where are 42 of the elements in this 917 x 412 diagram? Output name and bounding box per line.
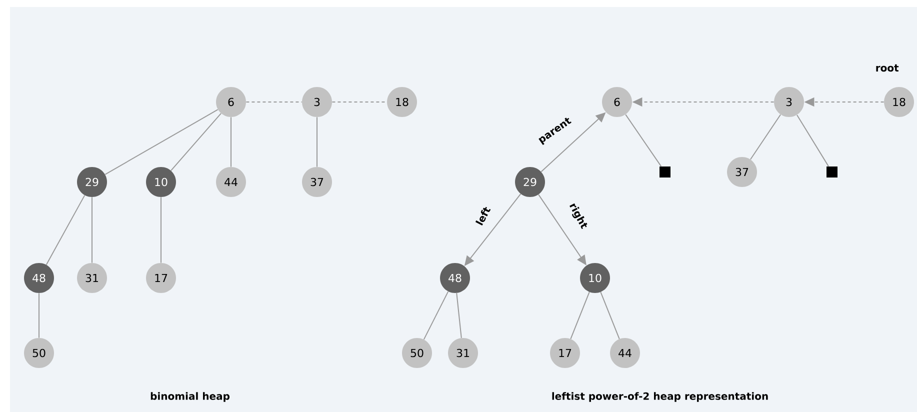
edge-label: left (474, 204, 492, 228)
heap-node: 6 (216, 87, 246, 117)
tree-edge (160, 196, 162, 264)
heap-node: 29 (77, 167, 107, 197)
heap-node: 17 (550, 338, 580, 368)
tree-edge (230, 116, 232, 168)
heap-node: 50 (402, 338, 432, 368)
panel-caption: leftist power-of-2 heap representation (552, 392, 768, 402)
heap-node: 3 (302, 87, 332, 117)
tree-edge (38, 292, 40, 338)
tree-edge (570, 292, 590, 340)
tree-edge (750, 114, 782, 160)
tree-edge (170, 112, 222, 172)
heap-node: 18 (387, 87, 417, 117)
heap-node: 10 (580, 263, 610, 293)
null-link-square (826, 166, 838, 178)
heap-node: 10 (146, 167, 176, 197)
heap-node: 48 (24, 263, 54, 293)
heap-node: 50 (24, 338, 54, 368)
heap-node: 3 (774, 87, 804, 117)
tree-edge (423, 291, 449, 340)
heap-node: 44 (610, 338, 640, 368)
heap-node: 31 (448, 338, 478, 368)
heap-node: 37 (302, 167, 332, 197)
tree-edge (796, 114, 829, 167)
heap-node: 17 (146, 263, 176, 293)
heap-node: 6 (602, 87, 632, 117)
tree-edge (104, 109, 218, 175)
tree-edge (600, 292, 620, 340)
heap-node: 37 (727, 157, 757, 187)
panel-caption: binomial heap (150, 392, 230, 402)
heap-node: 18 (884, 87, 914, 117)
heap-node: 29 (515, 167, 545, 197)
heap-node: 44 (216, 167, 246, 197)
tree-edge (46, 194, 86, 266)
tree-edge (456, 292, 462, 338)
null-link-square (660, 166, 670, 178)
root-label: root (876, 64, 899, 72)
tree-edge (625, 114, 662, 167)
heap-node: 48 (440, 263, 470, 293)
heap-node: 31 (77, 263, 107, 293)
tree-edge (316, 116, 318, 168)
